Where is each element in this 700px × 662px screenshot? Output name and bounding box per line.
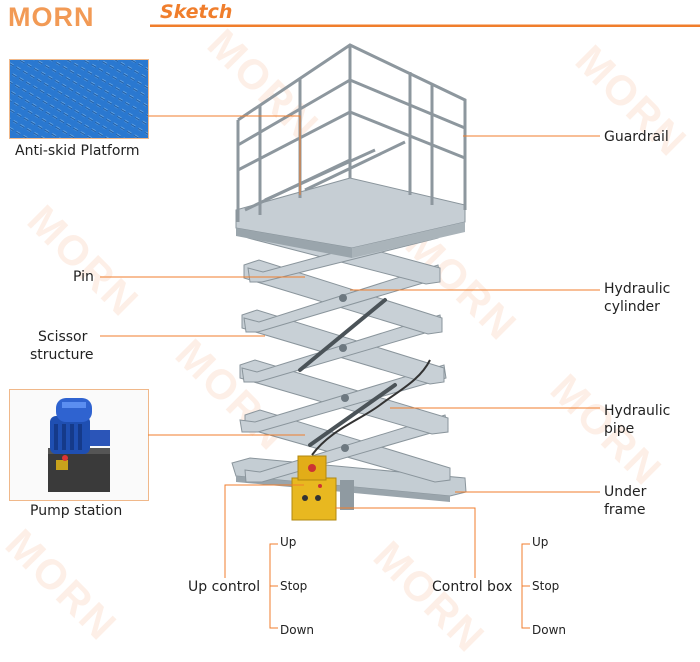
anti-skid-platform-label: Anti-skid Platform [15,143,140,159]
under-frame-label-line2: frame [604,502,646,518]
hydraulic-pipe-label-line2: pipe [604,421,635,437]
up-control-down-label: Down [280,623,315,637]
scissor-structure-label-line1: Scissor [38,329,88,345]
hydraulic-cylinder-label-line2: cylinder [604,299,660,315]
scissor-lift-illustration [231,43,467,521]
control-box-down-label: Down [532,623,567,637]
pin-label: Pin [73,269,94,285]
up-control-stop-label: Stop [280,579,308,593]
guardrail-label: Guardrail [604,129,669,145]
up-control-up-label: Up [280,535,297,549]
pump-station-photo [9,389,149,501]
scissor-structure-label-line2: structure [30,347,94,363]
hydraulic-cylinder-label-line1: Hydraulic [604,281,671,297]
anti-skid-platform-photo [9,59,149,139]
brand-logo: MORN [8,2,95,32]
pump-station-label: Pump station [30,503,123,519]
under-frame-label-line1: Under [604,484,647,500]
header-band [150,2,700,27]
control-box-label: Control box [432,579,513,595]
control-box-stop-label: Stop [532,579,560,593]
control-box-up-label: Up [532,535,549,549]
up-control-label: Up control [188,579,261,595]
leader-lines [100,115,600,629]
page-title: Sketch [160,1,233,23]
hydraulic-pipe-label-line1: Hydraulic [604,403,671,419]
